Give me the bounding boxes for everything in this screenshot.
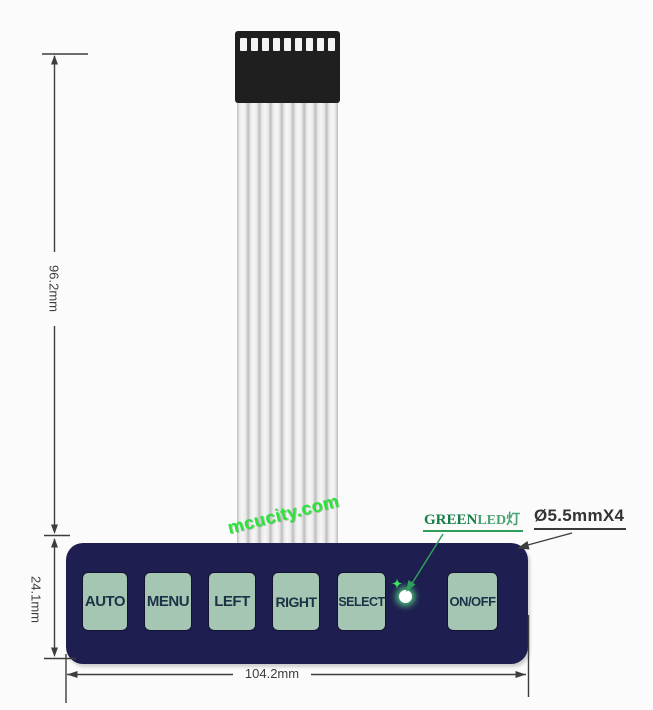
connector-pin-slot	[262, 38, 269, 51]
keypad-body: AUTO MENU LEFT RIGHT SELECT ON/OFF ✦	[66, 543, 528, 664]
dimension-keypad-height: 24.1mm	[28, 576, 44, 623]
keypad-button-onoff: ON/OFF	[447, 572, 498, 631]
connector-pin-slot	[295, 38, 302, 51]
connector-pin-slot	[273, 38, 280, 51]
keypad-button-auto: AUTO	[82, 572, 128, 631]
keypad-button-menu: MENU	[144, 572, 192, 631]
connector-pin-slot	[306, 38, 313, 51]
green-led-annotation-led: LED灯	[477, 513, 521, 528]
green-led	[399, 590, 412, 603]
connector-pin-slot	[328, 38, 335, 51]
cable-connector	[235, 31, 340, 103]
dimension-cable-length: 96.2mm	[46, 265, 62, 312]
dimension-keypad-width: 104.2mm	[244, 666, 300, 681]
green-led-annotation: GREENLED灯	[423, 509, 524, 532]
connector-pin-slot	[240, 38, 247, 51]
keypad-button-select: SELECT	[337, 572, 386, 631]
connector-pin-slot	[317, 38, 324, 51]
keypad-button-right: RIGHT	[272, 572, 320, 631]
green-led-annotation-word: GREEN	[424, 512, 478, 528]
led-sparkle-icon: ✦	[392, 577, 403, 591]
connector-pin-slot	[284, 38, 291, 51]
ribbon-cable	[237, 100, 338, 546]
keypad-button-left: LEFT	[208, 572, 256, 631]
connector-pin-slot	[251, 38, 258, 51]
hole-diameter-annotation: Ø5.5mmX4	[534, 506, 627, 530]
